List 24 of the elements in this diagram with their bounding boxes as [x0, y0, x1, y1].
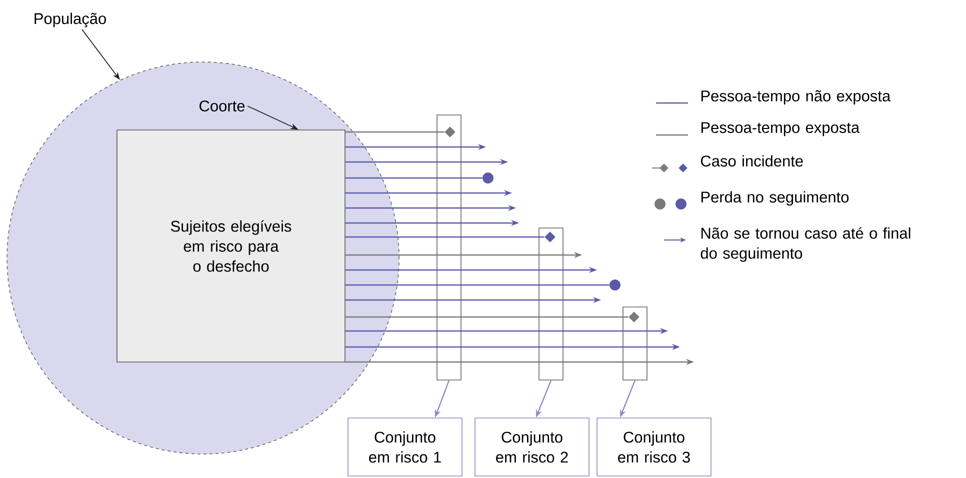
risk-window — [436, 114, 462, 380]
follow-up-line — [345, 284, 610, 286]
incident-case-marker — [628, 312, 640, 322]
incident-case-marker — [444, 126, 456, 138]
loss-marker — [610, 279, 620, 290]
risk-window — [538, 228, 564, 380]
incident-case-marker — [544, 232, 556, 242]
legend-text: Não se tornou caso até o final do seguimento — [700, 227, 910, 262]
follow-up-line — [345, 236, 544, 238]
legend-text: Caso incidente — [701, 155, 803, 167]
risk-set-box: Conjunto em risco 1 — [348, 418, 462, 476]
cohort-label: Coorte — [200, 100, 245, 112]
follow-up-line — [345, 131, 444, 133]
risk-set-box: Conjunto em risco 3 — [596, 418, 712, 476]
legend-text: Pessoa-tempo exposta — [701, 122, 860, 136]
legend-text: Pessoa-tempo não exposta — [701, 90, 891, 105]
population-label: População — [34, 12, 106, 28]
follow-up-line — [345, 316, 628, 318]
subjects-box: Sujeitos elegíveis em risco para o desfecho — [116, 130, 346, 362]
loss-marker — [482, 172, 494, 184]
risk-set-box: Conjunto em risco 2 — [474, 418, 590, 476]
follow-up-line — [345, 177, 482, 179]
risk-window — [622, 306, 648, 380]
legend-text: Perda no seguimento — [701, 191, 849, 206]
